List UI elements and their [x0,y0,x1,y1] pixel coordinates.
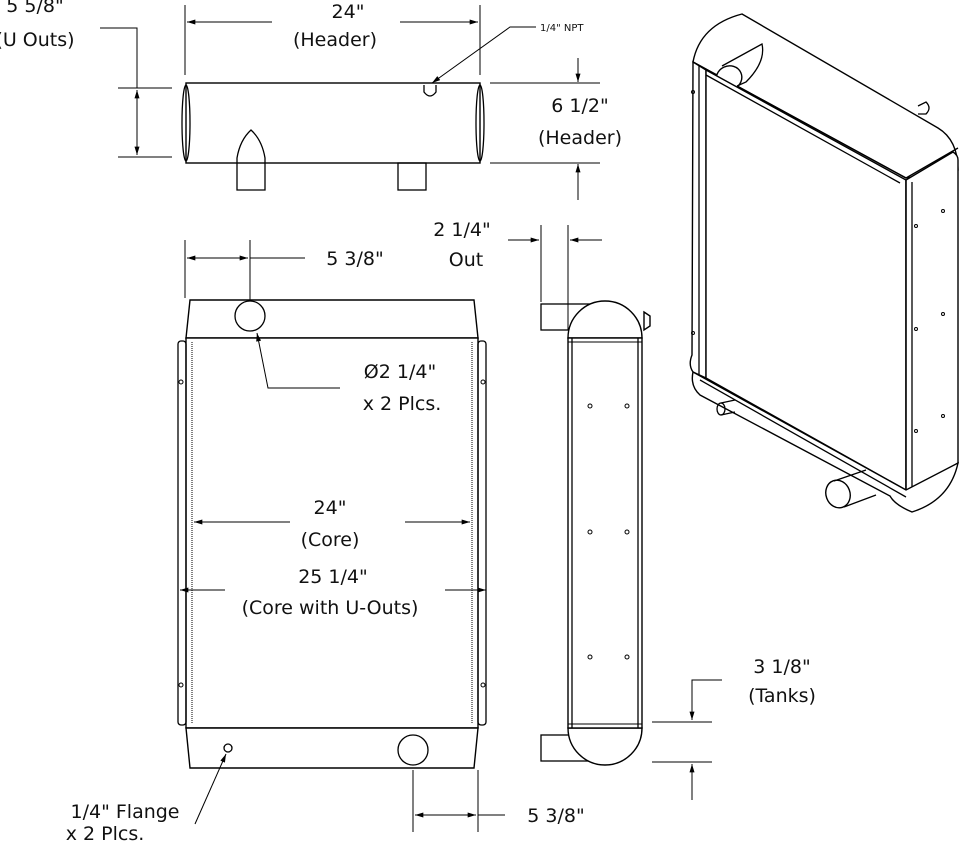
iso-bottom-tank [691,370,959,513]
outlet-port [397,734,429,766]
header-body [185,82,481,164]
u-outs-dim: 5 5/8" [6,0,63,17]
tanks-dim: 3 1/8" [753,656,810,678]
header-height-label: (Header) [538,127,622,149]
npt-fitting [423,85,437,97]
core-side [567,337,643,729]
core-width-label: (Core) [301,529,360,551]
iso-left-channel [689,60,707,380]
top-tank [185,299,479,339]
core-uouts-label: (Core with U-Outs) [242,597,419,619]
mounting-holes [587,403,630,660]
outlet-offset-dim: 5 3/8" [527,805,584,827]
isometric-view [689,13,959,513]
port-diameter-dim: Ø2 1/4" [364,361,436,383]
side-view: 2 1/4" Out 3 1/8" (Tanks) [433,219,816,800]
side-channel-right [477,340,487,726]
header-end-cap-right [475,84,485,162]
out-dim: 2 1/4" [433,219,490,241]
out-label: Out [449,249,483,271]
header-width-dim: 24" [332,1,365,23]
header-end-cap-left [181,84,191,162]
flange-qty: x 2 Plcs. [66,823,145,844]
core [185,337,479,729]
inlet-port [234,300,266,332]
iso-holes [691,90,945,433]
u-outs-label: (U Outs) [0,29,75,51]
flange-label: 1/4" Flange [71,801,180,823]
top-tank-side [567,300,643,339]
iso-right-channel [905,151,959,493]
iso-outlet [825,479,851,509]
outlet-stub [397,162,427,191]
side-channel-left [177,340,187,726]
core-uouts-width-dim: 25 1/4" [298,566,368,588]
header-width-label: (Header) [293,29,377,51]
header-height-dim: 6 1/2" [551,95,608,117]
bottom-tank [185,727,479,769]
inlet-offset-dim: 5 3/8" [326,248,383,270]
top-view: 24" (Header) 1/4" NPT 5 5/8" (U Outs) 6 … [0,0,622,200]
core-width-dim: 24" [314,497,347,519]
port-qty: x 2 Plcs. [363,393,442,415]
tanks-label: (Tanks) [748,685,816,707]
inlet-nozzle [236,129,266,191]
bottom-tank-side [567,727,643,766]
flange-hole [223,743,233,753]
npt-label: 1/4" NPT [540,23,584,34]
front-view: 5 3/8" Ø2 1/4" x 2 Plcs. 24" (Core) 25 1… [66,240,585,844]
